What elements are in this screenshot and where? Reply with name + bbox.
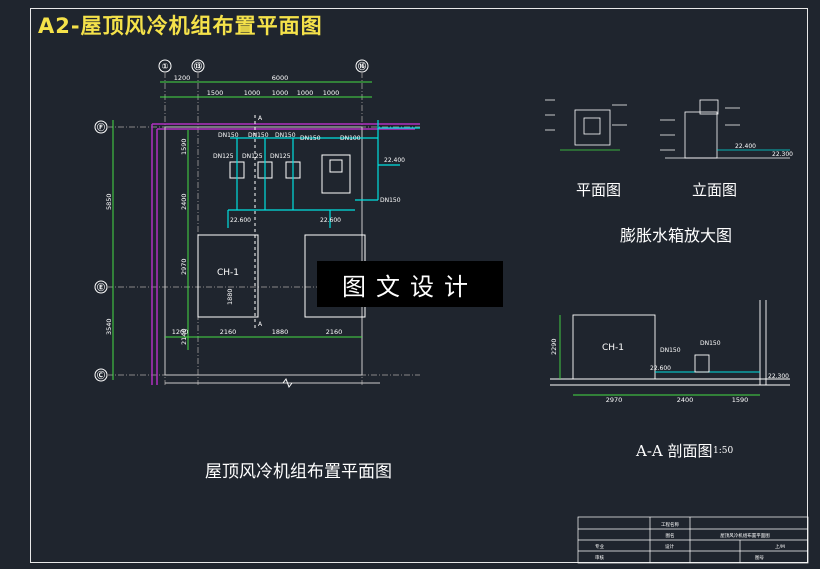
tank-plan-inner: [583, 117, 601, 135]
elev-tag-2: 22.600: [230, 217, 251, 224]
tb-drawing: 屋顶风冷机组布置平面图: [720, 532, 770, 539]
tb-row-3: 审核: [595, 554, 604, 561]
section-elev-2: 22.300: [768, 373, 789, 380]
chilled-water-pipes: [227, 120, 420, 228]
section-pump: [694, 354, 710, 373]
tank-elev-tag: 22.400: [735, 143, 756, 150]
pipe-tag-4: DN125: [213, 153, 234, 160]
dim-top-1200: 1200: [174, 74, 191, 82]
tank-cap: [329, 159, 343, 173]
tank-plan-leaders: [545, 99, 627, 131]
pipe-tag-3: DN150: [275, 132, 296, 139]
pipe-tag-8: DN100: [340, 135, 361, 142]
tank-detail-title: 膨胀水箱放大图: [620, 226, 733, 245]
section-dim-1590: 1590: [732, 396, 749, 404]
dim-top-1000a: 1000: [244, 89, 261, 97]
dim-bottom-1880: 1880: [272, 328, 289, 336]
section-pipe-tag-2: DN150: [700, 340, 721, 347]
chiller-label-1: CH-1: [217, 268, 239, 278]
pipe-tag-1: DN150: [218, 132, 239, 139]
dim-left-2400: 2400: [180, 193, 188, 210]
axis-label-top-3: ⑯: [358, 61, 366, 71]
tank-elevation-label: 立面图: [692, 181, 738, 199]
tank-elev-body: [684, 111, 718, 159]
parapet-wall: [151, 123, 420, 385]
tb-sheet-no: 上/M: [775, 543, 785, 550]
section-mark-bottom: A: [258, 321, 263, 328]
dim-bottom-2160b: 2160: [326, 328, 343, 336]
sheet-title: A2-屋顶风冷机组布置平面图: [38, 14, 323, 38]
tank-elev-top: [699, 99, 719, 115]
pipe-tag-9: DN150: [380, 197, 401, 204]
water-tank: [321, 154, 351, 194]
axis-left-markers: Ⓕ Ⓔ Ⓒ: [94, 120, 108, 382]
section-dim-2400: 2400: [677, 396, 694, 404]
drawing-frame: [30, 8, 808, 563]
axis-label-left-2: Ⓔ: [97, 282, 105, 292]
title-block: 工程名称 图名 屋顶风冷机组布置平面图 专业 审核 设计 图号 上/M: [577, 516, 809, 564]
unit-inner-dim: 1880: [226, 288, 234, 305]
tank-elev-leaders: [660, 107, 740, 151]
dim-top-1000c: 1000: [297, 89, 314, 97]
section-dim-2290: 2290: [550, 338, 558, 355]
section-pipe-tag-1: DN150: [660, 347, 681, 354]
pipe-tag-5: DN125: [242, 153, 263, 160]
tb-row-4: 设计: [665, 543, 674, 550]
axis-label-left-1: Ⓕ: [97, 122, 105, 132]
elev-tag-1: 22.400: [384, 157, 405, 164]
tb-row-5: 图号: [755, 555, 764, 561]
pump-group: [229, 154, 351, 194]
section-mark-top: A: [258, 115, 263, 122]
chiller-unit-1: [197, 234, 259, 318]
section-aa: CH-1 2290 2970 2400 1590 22.600 22.300 D…: [550, 300, 790, 404]
plan-view: ① ⑬ ⑯ Ⓕ Ⓔ Ⓒ 1200 6000: [94, 59, 420, 389]
pipe-tag-6: DN125: [270, 153, 291, 160]
watermark-badge: 图文设计: [317, 261, 503, 307]
elev-tag-3: 22.600: [320, 217, 341, 224]
tb-project: 工程名称: [661, 521, 679, 528]
section-dim-2970: 2970: [606, 396, 623, 404]
section-elev-1: 22.600: [650, 365, 671, 372]
plan-title: 屋顶风冷机组布置平面图: [205, 462, 392, 482]
dim-top-6000: 6000: [272, 74, 289, 82]
pipe-tag-2: DN150: [248, 132, 269, 139]
roof-outline: [164, 126, 363, 376]
dim-top-1000b: 1000: [272, 89, 289, 97]
section-title: A-A 剖面图: [636, 442, 713, 460]
dim-left-5850: 5850: [105, 193, 113, 210]
dim-top-1000d: 1000: [323, 89, 340, 97]
tank-detail: 22.400 22.300: [545, 99, 793, 159]
pipe-tag-7: DN150: [300, 135, 321, 142]
tb-row-2: 专业: [595, 543, 604, 550]
axis-label-top-1: ①: [162, 62, 169, 71]
plan-annotations: DN150 DN150 DN150 DN125 DN125 DN125 DN15…: [213, 115, 405, 330]
break-line: [282, 377, 293, 389]
section-scale: 1:50: [713, 446, 734, 456]
dim-top-1500: 1500: [207, 89, 224, 97]
dim-left-1590: 1590: [180, 138, 188, 155]
axis-top-markers: ① ⑬ ⑯: [158, 59, 369, 73]
tank-elev-tag-2: 22.300: [772, 151, 793, 158]
axis-label-left-3: Ⓒ: [97, 370, 105, 380]
tb-row-1: 图名: [666, 532, 675, 539]
axis-label-top-2: ⑬: [194, 61, 202, 71]
section-chiller-label: CH-1: [602, 343, 624, 353]
dim-bottom-2160a: 2160: [220, 328, 237, 336]
dim-bottom-1200: 1200: [172, 328, 189, 336]
dim-left-3540: 3540: [105, 318, 113, 335]
tank-plan-label: 平面图: [576, 181, 622, 199]
dim-left-2970: 2970: [180, 258, 188, 275]
tank-plan-outline: [574, 109, 611, 146]
